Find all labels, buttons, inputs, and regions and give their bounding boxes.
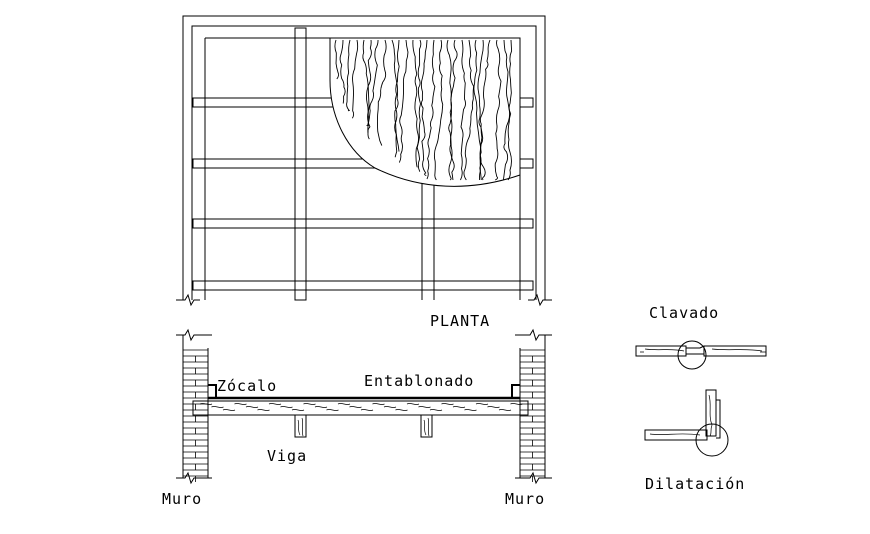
- wood-grain-line: [448, 39, 458, 181]
- wood-grain-line: [367, 39, 379, 140]
- floor-grain: [475, 403, 489, 405]
- floor-grain: [337, 403, 351, 405]
- wood-grain-line: [494, 39, 502, 181]
- floor-grain: [349, 406, 362, 408]
- label-muro-right: Muro: [505, 490, 546, 508]
- zocalo-left: [208, 384, 217, 398]
- floor-grain: [245, 406, 259, 408]
- floor-grain: [441, 403, 454, 405]
- floor-grain: [498, 409, 512, 411]
- wood-grain-line: [426, 39, 436, 180]
- floor-grain: [406, 403, 420, 405]
- floor-grain: [314, 406, 328, 408]
- label-clavado: Clavado: [649, 304, 720, 322]
- floor-grain: [280, 406, 293, 408]
- wood-grain-line: [376, 39, 387, 146]
- wood-grain-line: [346, 39, 351, 112]
- wood-grain-line: [463, 39, 475, 181]
- section-beam-1: [294, 414, 307, 438]
- section-floor-planking: [192, 400, 529, 416]
- floor-grain: [464, 409, 477, 411]
- wood-grain-line: [473, 39, 486, 181]
- floor-grain: [234, 403, 247, 405]
- wood-grain-line: [339, 39, 346, 104]
- floor-grain: [268, 403, 282, 405]
- floor-grain: [429, 409, 443, 411]
- wood-grain-line: [351, 39, 359, 119]
- plan-horizontal-joists: [192, 97, 534, 291]
- label-muro-left: Muro: [162, 490, 203, 508]
- label-dilatacion: Dilatación: [645, 475, 746, 493]
- zocalo-right: [511, 384, 520, 398]
- label-planta: PLANTA: [430, 312, 491, 330]
- wood-grain-line: [502, 39, 511, 181]
- label-zocalo: Zócalo: [217, 377, 278, 395]
- dilatacion-detail: [644, 389, 729, 457]
- wood-grain-line: [446, 39, 455, 181]
- floor-grain: [303, 403, 316, 405]
- section-left-wall: [176, 328, 212, 485]
- section-right-wall: [515, 328, 552, 485]
- plan-wall-inner: [191, 25, 537, 300]
- plan-wood-hatch: [329, 37, 521, 187]
- plan-break-left: [176, 293, 200, 307]
- floor-grain: [452, 406, 466, 408]
- wood-grain-line: [334, 39, 340, 80]
- floor-grain: [211, 406, 224, 408]
- label-viga: Viga: [267, 447, 308, 465]
- floor-grain: [395, 409, 408, 411]
- floor-grain: [372, 403, 385, 405]
- wood-grain-line: [433, 39, 444, 181]
- wood-grain-line: [416, 39, 422, 172]
- floor-grain: [326, 409, 339, 411]
- floor-grain: [487, 406, 500, 408]
- wood-grain-line: [394, 39, 400, 158]
- wood-grain-line: [412, 39, 419, 168]
- wood-grain-line: [460, 39, 466, 181]
- floor-grain: [510, 403, 523, 405]
- plan-wall-outline: [182, 15, 546, 300]
- section-beam-2: [420, 414, 433, 438]
- plan-view: [176, 15, 552, 307]
- label-entablonado: Entablonado: [364, 372, 475, 390]
- clavado-detail: [635, 340, 767, 370]
- wood-grain-line: [420, 39, 428, 177]
- floor-grain: [418, 406, 431, 408]
- floor-grain: [199, 403, 213, 405]
- wood-grain-line: [507, 39, 513, 181]
- floor-grain: [257, 409, 270, 411]
- section-view: [176, 328, 552, 485]
- floor-grain: [360, 409, 374, 411]
- floor-grain: [291, 409, 305, 411]
- wood-grain-line: [398, 39, 409, 163]
- wood-grain-line: [479, 39, 491, 181]
- floor-grain: [383, 406, 397, 408]
- floor-grain: [222, 409, 236, 411]
- plan-break-right: [528, 293, 552, 307]
